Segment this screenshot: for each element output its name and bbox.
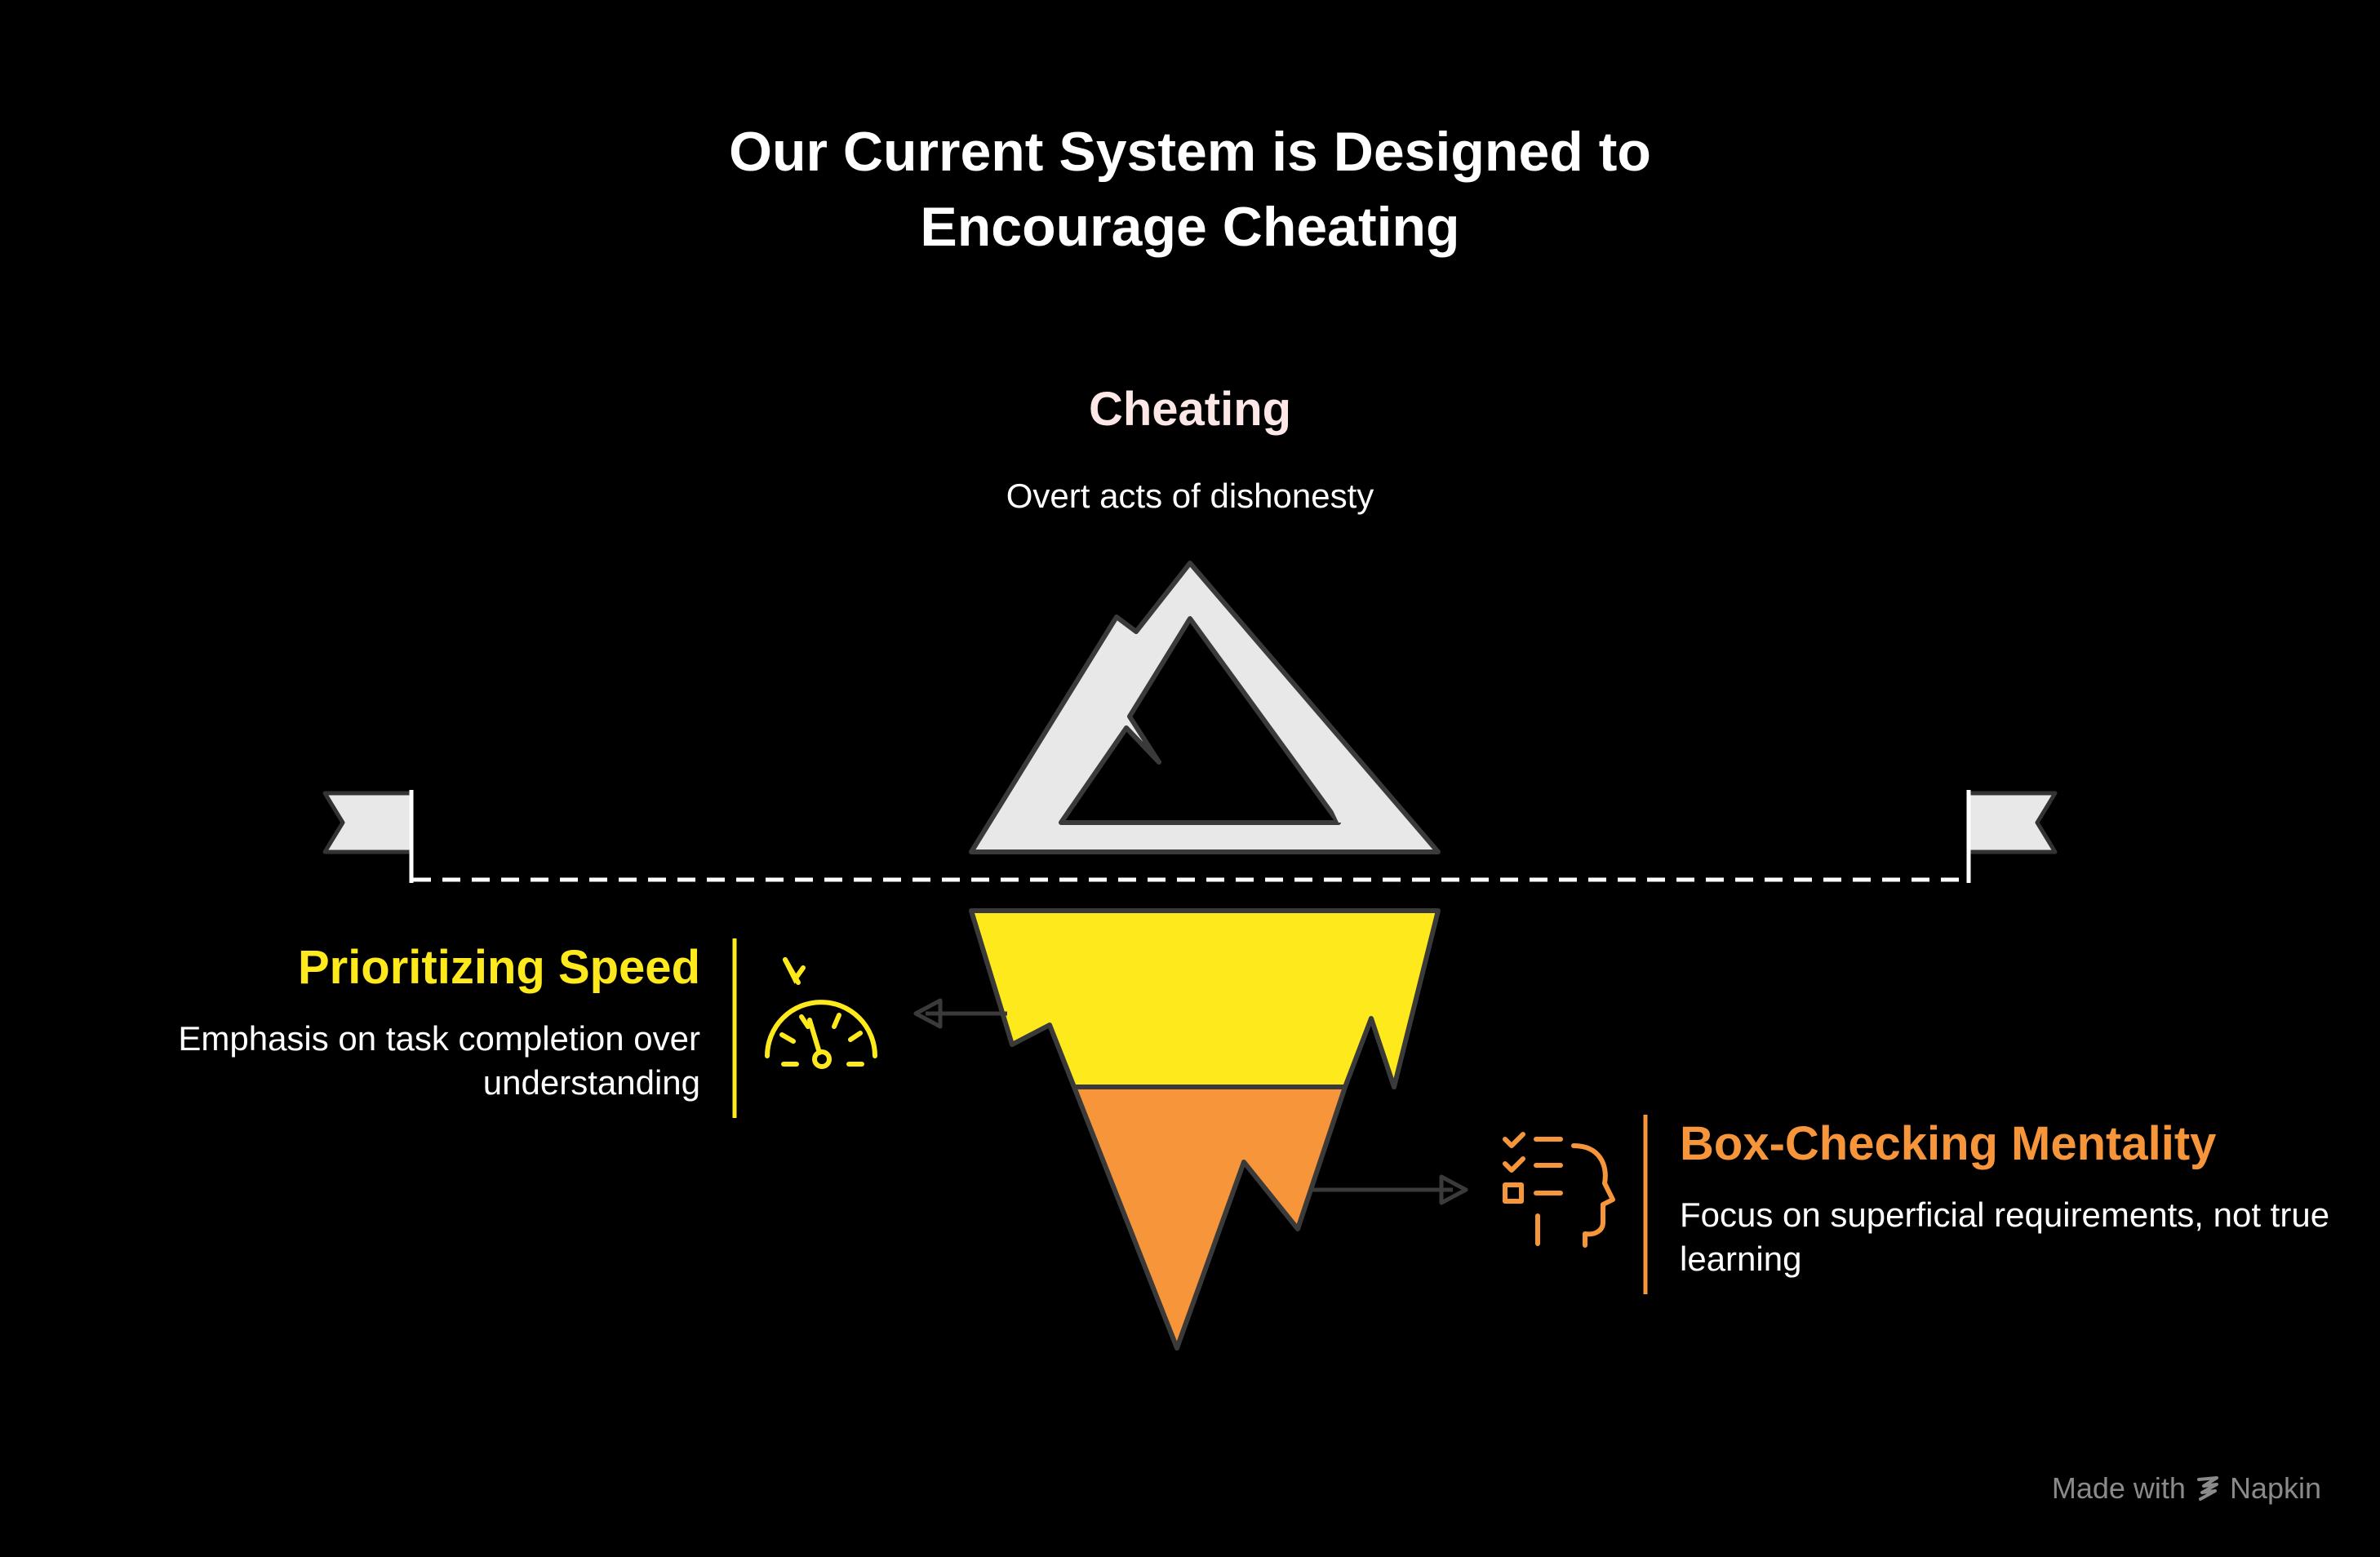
right-layer-heading: Box-Checking Mentality [1680,1117,2217,1170]
bottom-layer [1072,1085,1348,1351]
right-arrow [1309,1174,1468,1205]
napkin-brand-label: Napkin [2229,1471,2321,1505]
right-layer-block: Box-Checking Mentality Focus on superfic… [1680,1113,2349,1281]
iceberg-tip-notch [1327,759,1388,823]
left-arrow [913,998,1007,1029]
middle-layer [969,908,1441,1089]
top-layer-description: Overt acts of dishonesty [1006,477,1374,515]
top-layer-heading: Cheating [1088,383,1292,436]
title-line-1: Our Current System is Designed to [729,121,1651,183]
left-flag-icon [322,790,414,883]
made-with-label: Made with [2051,1471,2186,1505]
right-layer-description: Focus on superficial requirements, not t… [1680,1195,2330,1278]
checklist-head-icon [1503,1132,1615,1248]
page-title: Our Current System is Designed to Encour… [0,114,2380,264]
left-layer-description: Emphasis on task completion over underst… [178,1019,700,1102]
speedometer-icon [765,957,877,1069]
napkin-logo-icon [2196,1476,2218,1501]
left-layer-block: Prioritizing Speed Emphasis on task comp… [0,937,700,1105]
title-line-2: Encourage Cheating [920,196,1460,258]
left-layer-heading: Prioritizing Speed [297,941,700,994]
right-flag-icon [1966,790,2058,883]
footer-credit: Made with Napkin [2052,1469,2321,1508]
